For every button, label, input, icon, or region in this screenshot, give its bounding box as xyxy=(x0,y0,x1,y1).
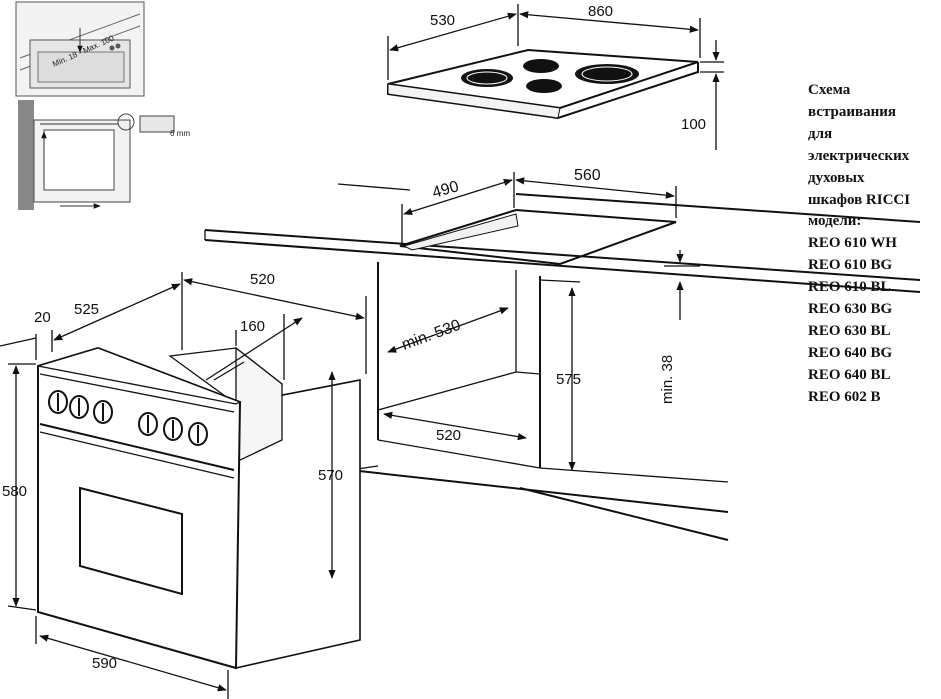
cabinet-niche: min. 530 575 520 xyxy=(349,262,729,541)
caption-line: модели: xyxy=(808,213,862,230)
hob-height-label: 100 xyxy=(681,116,706,133)
caption-line: электрических xyxy=(808,147,910,164)
hob: 530 860 100 xyxy=(387,3,724,150)
model-name: REO 640 BG xyxy=(808,344,893,361)
oven-body-depth-label: 520 xyxy=(250,271,275,288)
oven-body-height-label: 570 xyxy=(318,467,343,484)
caption-line: для xyxy=(808,125,833,142)
oven-height-label: 580 xyxy=(2,483,27,500)
caption-line: Схема xyxy=(808,82,851,98)
oven-depth-label: 525 xyxy=(74,301,99,318)
oven: 20 525 520 160 570 580 590 xyxy=(0,271,367,699)
model-caption: Схема встраивания для электрических духо… xyxy=(808,80,941,409)
cutout-width-label: 560 xyxy=(574,167,601,184)
cabinet-height-label: 575 xyxy=(556,371,581,388)
model-name: REO 610 BG xyxy=(808,257,893,274)
model-name: REO 630 BG xyxy=(808,301,893,318)
inset-installation-detail: Min. 18 - Max. 100 6 mm xyxy=(15,1,190,210)
oven-knobs xyxy=(48,390,208,446)
inset-clearance-label: 6 mm xyxy=(170,129,190,138)
model-name: REO 610 BL xyxy=(808,279,891,296)
model-name: REO 630 BL xyxy=(808,322,891,339)
caption-line: встраивания xyxy=(808,103,896,120)
cutout-gap-label: min. 38 xyxy=(659,355,676,404)
cabinet-depth-label: min. 530 xyxy=(400,317,464,354)
cutout-depth-label: 490 xyxy=(430,178,460,202)
countertop: 490 560 min. 38 xyxy=(204,167,921,404)
model-name: REO 640 BL xyxy=(808,366,891,383)
hob-depth-label: 530 xyxy=(430,12,455,29)
oven-width-label: 590 xyxy=(92,655,117,672)
caption-line: шкафов RICCI xyxy=(808,191,911,208)
cabinet-width-label: 520 xyxy=(436,427,461,444)
oven-step-label: 160 xyxy=(240,318,265,335)
caption-line: духовых xyxy=(808,169,865,186)
model-name: REO 610 WH xyxy=(808,235,897,252)
hob-width-label: 860 xyxy=(588,3,613,20)
oven-front-thickness-label: 20 xyxy=(34,309,51,326)
model-name: REO 602 B xyxy=(808,388,881,405)
